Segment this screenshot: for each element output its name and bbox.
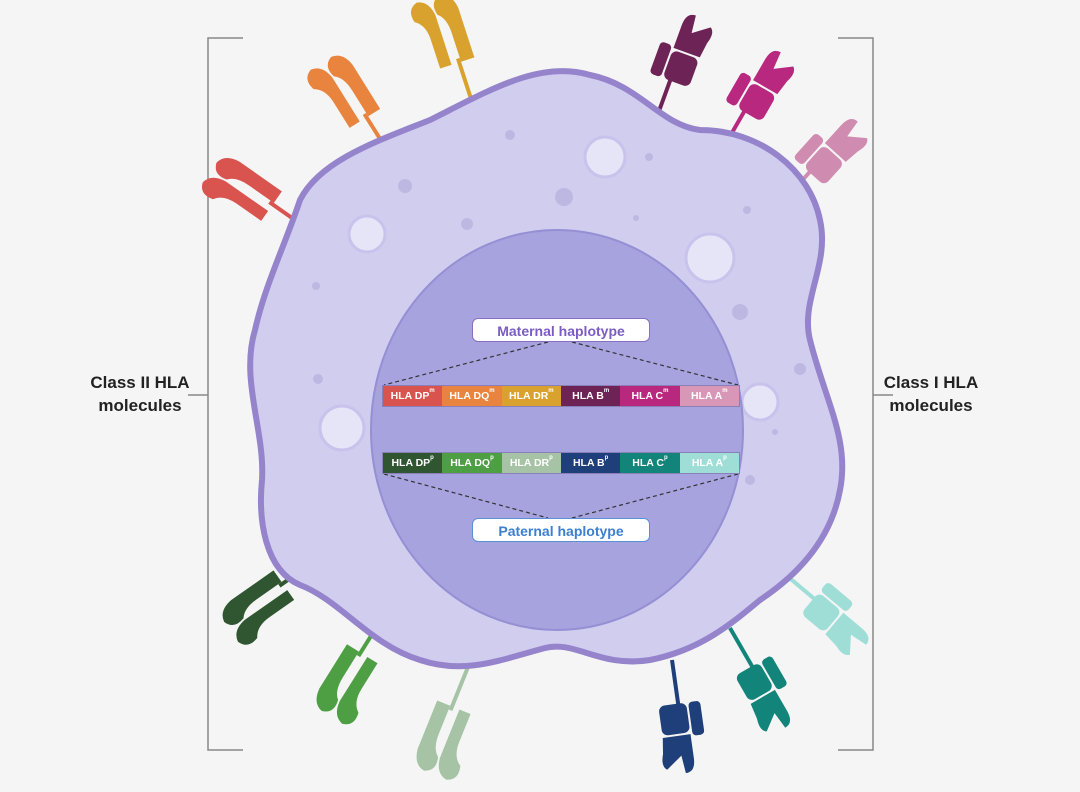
class-i-receptor-b-paternal bbox=[646, 654, 712, 779]
paternal-gene-c: HLA Cp bbox=[620, 453, 680, 473]
maternal-gene-c: HLA Cm bbox=[620, 386, 680, 406]
paternal-gene-b: HLA Bp bbox=[560, 453, 621, 473]
right-bracket bbox=[838, 37, 893, 751]
paternal-gene-dp: HLA DPp bbox=[383, 453, 443, 473]
class-i-receptor-c-paternal bbox=[707, 615, 809, 741]
nucleus bbox=[370, 229, 744, 631]
maternal-haplotype-label: Maternal haplotype bbox=[472, 318, 650, 342]
maternal-gene-dq: HLA DQm bbox=[442, 386, 502, 406]
maternal-gene-b: HLA Bm bbox=[560, 386, 621, 406]
left-bracket bbox=[188, 37, 243, 751]
paternal-gene-dr: HLA DRp bbox=[501, 453, 561, 473]
paternal-gene-a: HLA Ap bbox=[679, 453, 739, 473]
paternal-haplotype-label: Paternal haplotype bbox=[472, 518, 650, 542]
maternal-gene-dr: HLA DRm bbox=[501, 386, 561, 406]
class-i-label: Class I HLA molecules bbox=[883, 373, 979, 415]
maternal-gene-a: HLA Am bbox=[679, 386, 739, 406]
maternal-haplotype-bar: HLA DPm HLA DQm HLA DRm HLA Bm HLA Cm HL… bbox=[382, 385, 740, 407]
maternal-gene-dp: HLA DPm bbox=[383, 386, 443, 406]
vesicles bbox=[312, 130, 806, 485]
paternal-haplotype-bar: HLA DPp HLA DQp HLA DRp HLA Bp HLA Cp HL… bbox=[382, 452, 740, 474]
class-ii-receptor-dr-paternal bbox=[408, 654, 501, 786]
class-ii-label: Class II HLA molecules bbox=[90, 373, 190, 415]
haplotype-connectors bbox=[383, 341, 739, 519]
paternal-gene-dq: HLA DQp bbox=[442, 453, 502, 473]
